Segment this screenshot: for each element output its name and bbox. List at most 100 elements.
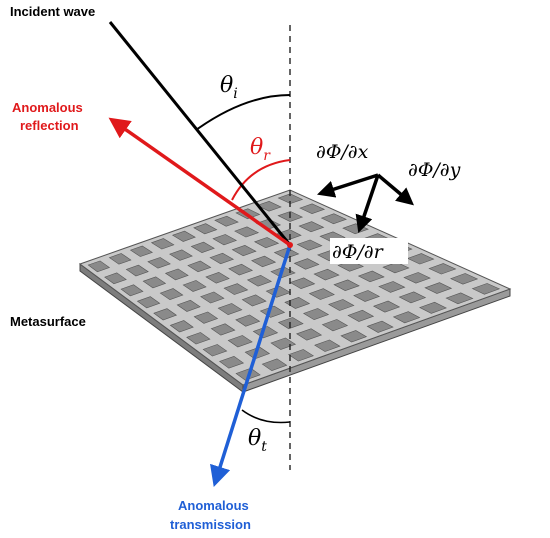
unit-cell (357, 270, 385, 283)
unit-cell (231, 244, 257, 257)
unit-cell (120, 284, 144, 297)
unit-cell (218, 355, 245, 369)
unit-cell (182, 280, 207, 292)
unit-cell (347, 309, 375, 322)
unit-cell (227, 335, 253, 348)
unit-cell (450, 273, 479, 285)
unit-cell (303, 308, 330, 321)
unit-cell (169, 320, 194, 333)
unit-cell (186, 332, 211, 345)
theta-t-symbol: θt (248, 426, 267, 455)
theta-i-symbol: θi (220, 73, 238, 102)
unit-cell (228, 263, 254, 276)
unit-cell (193, 223, 218, 235)
unit-cell (253, 237, 280, 249)
unit-cell (333, 279, 360, 292)
unit-cell (445, 292, 474, 305)
unit-cell (277, 317, 304, 330)
unit-cell (378, 281, 406, 293)
theta-t-arc (241, 409, 291, 424)
unit-cell (250, 255, 277, 268)
unit-cell (210, 323, 236, 336)
unit-cell (169, 249, 193, 261)
reflection-ray (108, 117, 292, 247)
unit-cell (471, 283, 501, 295)
unit-cell (147, 257, 171, 269)
unit-cell (176, 299, 201, 312)
unit-cell (277, 193, 304, 204)
unit-cell (209, 252, 235, 265)
unit-cell (217, 303, 243, 316)
unit-cell (313, 268, 340, 281)
unit-cell (153, 308, 178, 321)
metasurface-label: Metasurface (10, 314, 86, 329)
unit-cell (406, 253, 435, 265)
unit-cell (223, 283, 249, 295)
theta-r-symbol: θr (250, 135, 271, 164)
reflection-label-line2: reflection (20, 118, 79, 133)
dphi-dr-label: ∂Φ/∂r (332, 241, 385, 263)
unit-cell (104, 272, 127, 285)
unit-cell (150, 238, 175, 250)
unit-cell (340, 330, 368, 343)
unit-cell (314, 339, 341, 352)
unit-cell (205, 271, 230, 284)
unit-cell (298, 221, 325, 233)
unit-cell (296, 239, 323, 251)
unit-cell-grid (87, 193, 501, 381)
unit-cell (202, 344, 228, 357)
incidence-point (287, 242, 293, 248)
dphi-dx-label: ∂Φ/∂x (316, 141, 369, 163)
unit-cell (235, 314, 261, 327)
unit-cell (234, 226, 260, 238)
transmission-label-line1: Anomalous (178, 498, 249, 513)
unit-cell (419, 301, 447, 314)
unit-cell (293, 258, 320, 270)
dphi-dy-label: ∂Φ/∂y (408, 159, 461, 181)
unit-cell (241, 294, 267, 307)
transmission-label-line2: transmission (170, 517, 251, 532)
unit-cell (212, 234, 238, 246)
theta-i-arc (195, 94, 291, 131)
unit-cell (142, 276, 167, 289)
unit-cell (200, 291, 225, 304)
unit-cell (296, 328, 323, 341)
unit-cell (214, 215, 239, 227)
unit-cell (171, 230, 196, 242)
unit-cell (125, 264, 149, 277)
theta-r-arc (231, 159, 291, 201)
unit-cell (289, 277, 316, 290)
unit-cell (328, 299, 355, 311)
unit-cell (428, 263, 457, 275)
unit-cell (424, 282, 453, 294)
dphi-dr-bg (330, 238, 408, 264)
unit-cell (372, 300, 401, 313)
unit-cell (392, 311, 421, 324)
unit-cell (403, 272, 431, 284)
unit-cell (108, 253, 132, 265)
unit-cell (136, 296, 161, 309)
phase-gradient-arrows (317, 173, 415, 233)
unit-cell (284, 296, 311, 309)
unit-cell (187, 260, 212, 273)
transmission-ray (210, 244, 292, 488)
unit-cell (246, 274, 273, 287)
unit-cell (321, 319, 349, 332)
unit-cell (159, 288, 184, 301)
unit-cell (299, 203, 326, 215)
reflection-label-line1: Anomalous (12, 100, 83, 115)
unit-cell (261, 358, 288, 372)
unit-cell (129, 245, 153, 257)
incident-wave-ray (108, 21, 292, 246)
incident-wave-label: Incident wave (10, 4, 95, 19)
unit-cell (366, 320, 394, 333)
unit-cell (353, 290, 381, 302)
unit-cell (190, 241, 215, 254)
unit-cell (87, 260, 111, 273)
unit-cell (308, 288, 335, 300)
unit-cell (256, 200, 282, 212)
unit-cell (287, 349, 314, 362)
unit-cell (270, 337, 297, 350)
